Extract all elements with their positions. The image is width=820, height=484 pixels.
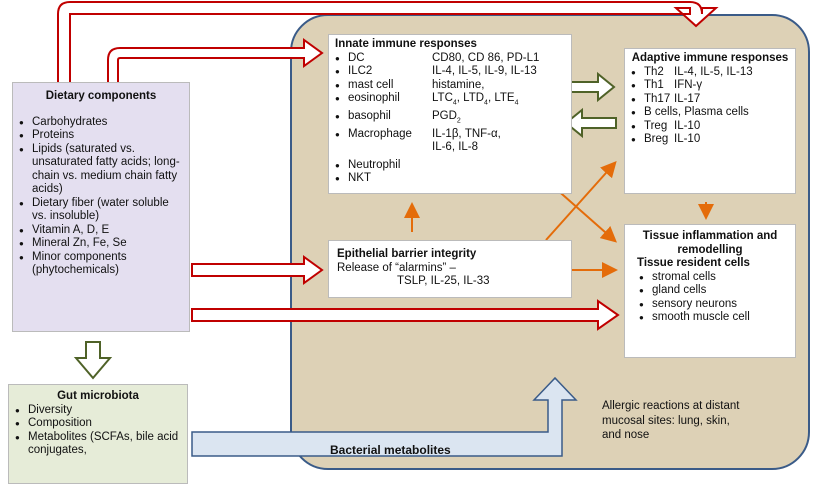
allergic-reactions-text: Allergic reactions at distant mucosal si…	[602, 400, 740, 441]
list-item: Mineral Zn, Fe, Se	[19, 237, 183, 251]
tissue-inflammation-box: Tissue inflammation and remodelling Tiss…	[624, 224, 796, 358]
list-item: NKT	[335, 172, 565, 186]
red-arrow-innate	[107, 38, 324, 85]
dietary-title: Dietary components	[45, 90, 157, 102]
list-item: stromal cells	[639, 271, 789, 285]
gut-title: Gut microbiota	[57, 390, 139, 402]
epithelial-line2: TSLP, IL-25, IL-33	[397, 275, 490, 287]
dietary-list: Carbohydrates Proteins Lipids (saturated…	[19, 116, 183, 278]
green-arrow-down	[73, 341, 113, 380]
gut-list: Diversity Composition Metabolites (SCFAs…	[15, 404, 181, 458]
epithelial-line1: Release of “alarmins” –	[337, 261, 456, 274]
tissue-list: stromal cells gland cells sensory neuron…	[631, 271, 789, 325]
dietary-components-box: Dietary components Carbohydrates Protein…	[12, 82, 190, 332]
red-arrow-tissue	[191, 299, 620, 331]
list-item: sensory neurons	[639, 298, 789, 312]
list-item: Composition	[15, 417, 181, 431]
adaptive-title: Adaptive immune responses	[631, 52, 789, 64]
list-item: smooth muscle cell	[639, 311, 789, 325]
bacterial-metabolites-label: Bacterial metabolites	[330, 443, 451, 457]
list-item: Lipids (saturated vs. unsaturated fatty …	[19, 143, 183, 197]
list-item: B cells, Plasma cells	[631, 106, 789, 120]
list-item: Dietary fiber (water soluble vs. insolub…	[19, 197, 183, 224]
innate-continuation: IL-6, IL-8	[432, 141, 479, 154]
list-item: Vitamin A, D, E	[19, 224, 183, 238]
list-item: Carbohydrates	[19, 116, 183, 130]
list-item: Metabolites (SCFAs, bile acid conjugates…	[15, 431, 181, 458]
epithelial-title: Epithelial barrier integrity	[337, 248, 477, 260]
tissue-subtitle: Tissue resident cells	[637, 257, 750, 269]
list-item: Proteins	[19, 129, 183, 143]
blue-arrow	[191, 376, 578, 457]
epithelial-barrier-box: Epithelial barrier integrity Release of …	[328, 240, 572, 298]
list-item: Diversity	[15, 404, 181, 418]
list-item: gland cells	[639, 284, 789, 298]
orange-arrow-epith-adaptive	[545, 161, 617, 241]
gut-microbiota-box: Gut microbiota Diversity Composition Met…	[8, 384, 188, 484]
innate-title: Innate immune responses	[335, 38, 477, 50]
list-item: Minor components (phytochemicals)	[19, 251, 183, 278]
tissue-title: Tissue inflammation and remodelling	[642, 230, 778, 256]
list-item: Neutrophil	[335, 159, 565, 173]
red-arrow-epithelial	[191, 255, 324, 285]
green-arrow-left	[564, 107, 617, 139]
top-red-arrow	[57, 1, 719, 85]
